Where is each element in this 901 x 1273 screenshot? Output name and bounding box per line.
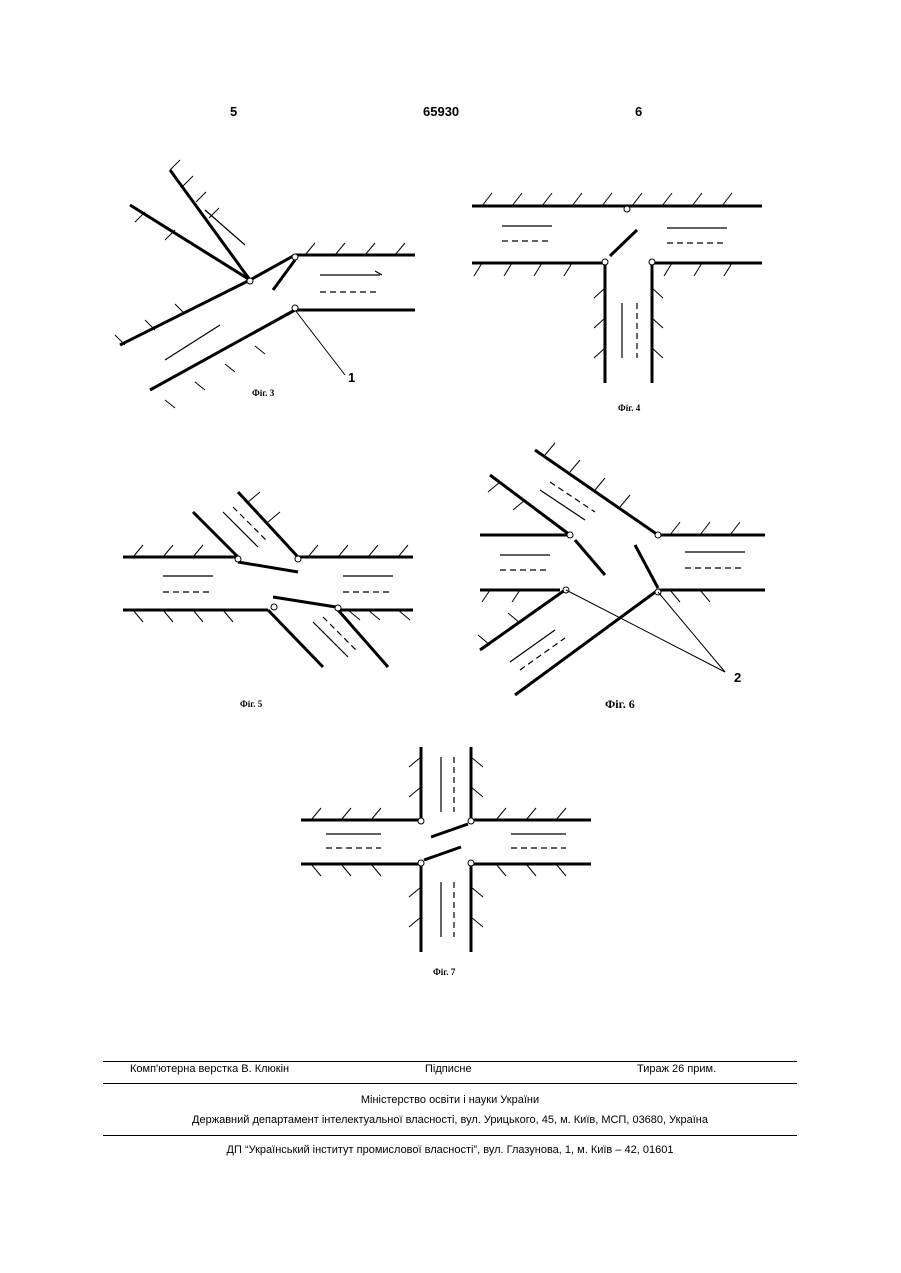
figure-6-diagram: [470, 440, 775, 700]
page-number-left: 5: [230, 104, 237, 119]
footer-institute: ДП “Український інститут промислової вла…: [103, 1144, 797, 1156]
figure-6-caption: Фіг. 6: [605, 697, 635, 712]
footer-circulation: Тираж 26 прим.: [637, 1063, 716, 1075]
patent-number: 65930: [423, 104, 459, 119]
figure-4-caption: Фіг. 4: [618, 403, 640, 413]
figure-3-callout: 1: [348, 370, 355, 385]
footer-ministry: Міністерство освіти і науки України: [103, 1094, 797, 1106]
page-number-right: 6: [635, 104, 642, 119]
footer-middle-rule: [103, 1083, 797, 1084]
figure-7-diagram: [296, 742, 596, 967]
figure-3-diagram: [105, 150, 435, 415]
figure-5-caption: Фіг. 5: [240, 699, 262, 709]
footer-bottom-rule: [103, 1135, 797, 1136]
footer-layout-credit: Комп'ютерна верстка В. Клюкін: [130, 1063, 289, 1075]
footer-signed: Підписне: [425, 1063, 472, 1075]
figure-7-caption: Фіг. 7: [433, 967, 455, 977]
figure-4-diagram: [462, 188, 770, 388]
footer-department: Державний департамент інтелектуальної вл…: [103, 1114, 797, 1126]
footer-top-rule: [103, 1061, 797, 1062]
figure-3-caption: Фіг. 3: [252, 388, 274, 398]
figure-6-callout: 2: [734, 670, 741, 685]
figure-5-diagram: [108, 482, 423, 682]
